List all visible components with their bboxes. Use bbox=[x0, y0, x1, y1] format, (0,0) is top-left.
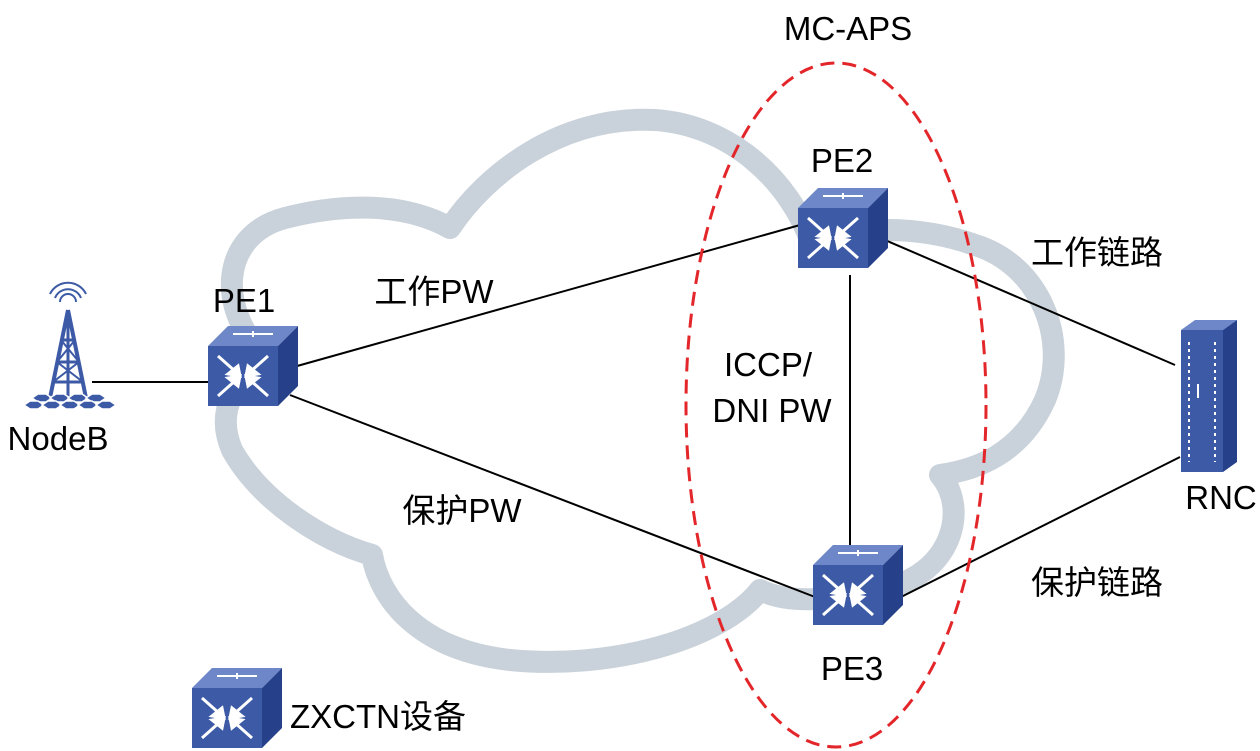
pe1-router-icon bbox=[206, 324, 300, 408]
pe3-label: PE3 bbox=[821, 650, 883, 687]
protection-link-line bbox=[894, 456, 1181, 601]
working-link-line bbox=[884, 239, 1176, 366]
protection-pw-line bbox=[289, 394, 816, 598]
nodeb-label: NodeB bbox=[8, 420, 109, 457]
working-link-label: 工作链路 bbox=[1031, 234, 1163, 271]
working-pw-line bbox=[289, 224, 801, 369]
pe3-router-icon bbox=[811, 543, 905, 627]
legend-router-icon bbox=[190, 666, 284, 750]
protection-pw-label: 保护PW bbox=[402, 492, 522, 529]
rnc-label: RNC bbox=[1185, 479, 1257, 516]
nodeb-tower-icon bbox=[48, 281, 88, 399]
protection-link-label: 保护链路 bbox=[1031, 564, 1163, 601]
working-pw-label: 工作PW bbox=[374, 273, 494, 310]
iccp-label-line2: DNI PW bbox=[712, 392, 832, 429]
mc-aps-ellipse bbox=[684, 61, 988, 749]
rnc-rack-icon bbox=[1181, 320, 1237, 472]
pe1-label: PE1 bbox=[213, 282, 275, 319]
nodeb-base-icon bbox=[22, 393, 118, 410]
iccp-label-line1: ICCP/ bbox=[724, 346, 813, 383]
pe2-router-icon bbox=[796, 186, 890, 270]
pe2-label: PE2 bbox=[811, 142, 873, 179]
network-cloud bbox=[214, 108, 1065, 673]
legend-device-label: ZXCTN设备 bbox=[290, 698, 466, 735]
mc-aps-label: MC-APS bbox=[784, 10, 912, 47]
